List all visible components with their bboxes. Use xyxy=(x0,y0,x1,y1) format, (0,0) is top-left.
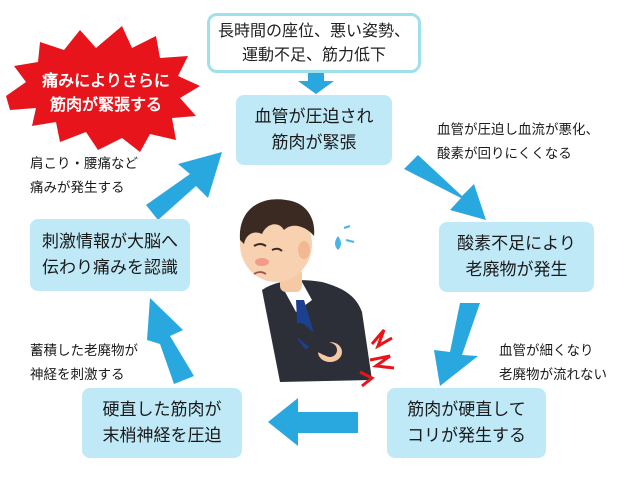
arrow-n4-to-n5 xyxy=(147,298,194,384)
pain-burst-shape xyxy=(6,26,200,152)
note-nerve-stimulation: 蓄積した老廃物が 神経を刺激する xyxy=(30,343,138,383)
note-pain-occurs: 肩こり・腰痛など 痛みが発生する xyxy=(30,156,138,196)
person-illustration xyxy=(239,199,395,388)
node-muscle-tension: 血管が圧迫され 筋肉が緊張 xyxy=(236,95,392,165)
node-nerve-compression: 硬直した筋肉が 末梢神経を圧迫 xyxy=(82,388,242,458)
arrow-n1-to-n2 xyxy=(404,155,486,220)
node-pain-recognition: 刺激情報が大脳へ 伝わり痛みを認識 xyxy=(30,219,190,291)
node-stiffness: 筋肉が硬直して コリが発生する xyxy=(387,388,546,458)
arrow-n3-to-n4 xyxy=(268,398,358,446)
arrow-n5-to-n1 xyxy=(146,152,222,220)
pain-burst-text: 痛みによりさらに 筋肉が緊張する xyxy=(42,71,170,114)
cause-box: 長時間の座位、悪い姿勢、 運動不足、筋力低下 xyxy=(207,13,421,73)
arrow-n2-to-n3 xyxy=(434,303,480,386)
note-waste-stagnation: 血管が細くなり 老廃物が流れない xyxy=(499,343,607,383)
node-oxygen-shortage: 酸素不足により 老廃物が発生 xyxy=(439,222,594,292)
note-blood-flow: 血管が圧迫し血流が悪化、 酸素が回りにくくなる xyxy=(437,122,599,162)
arrow-top-to-n1 xyxy=(298,73,334,94)
